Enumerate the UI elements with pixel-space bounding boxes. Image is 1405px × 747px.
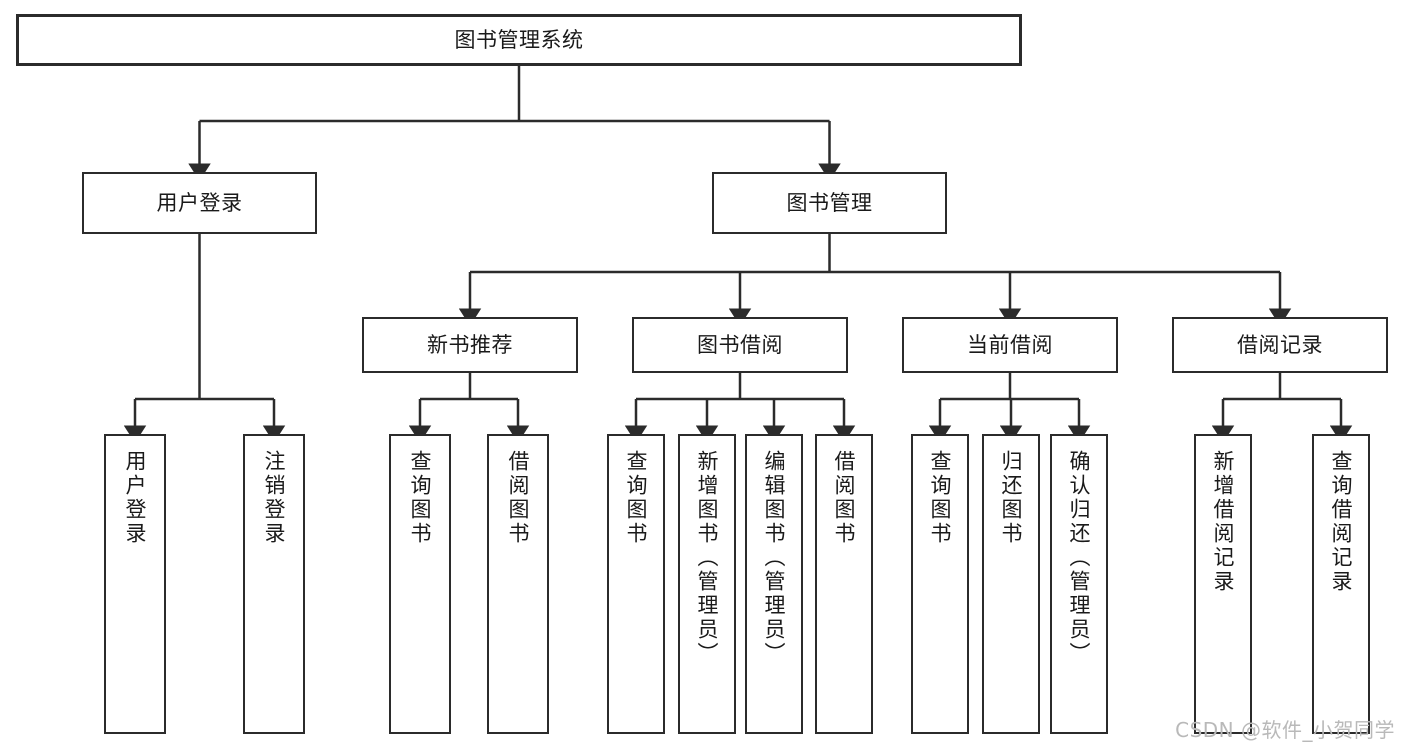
node-leaf-user-login[interactable]: 用户登录 [104,434,166,734]
node-label-leaf-logout-login: 注销登录 [262,450,287,546]
node-label-current-borrow: 当前借阅 [967,332,1053,357]
node-label-borrow-record: 借阅记录 [1237,332,1323,357]
node-leaf-return-book[interactable]: 归还图书 [982,434,1040,734]
node-label-root: 图书管理系统 [454,27,584,52]
node-book-manage[interactable]: 图书管理 [712,172,947,234]
node-label-new-book-recommend: 新书推荐 [427,332,513,357]
node-label-leaf-query-book-3: 查询图书 [928,450,953,546]
node-label-leaf-confirm-return-admin: 确认归还（管理员） [1067,450,1092,666]
node-leaf-borrow-book-2[interactable]: 借阅图书 [815,434,873,734]
node-label-leaf-borrow-book-1: 借阅图书 [506,450,531,546]
node-leaf-query-book-1[interactable]: 查询图书 [389,434,451,734]
node-leaf-borrow-book-1[interactable]: 借阅图书 [487,434,549,734]
node-label-leaf-edit-book-admin: 编辑图书（管理员） [762,450,787,666]
node-user-login[interactable]: 用户登录 [82,172,317,234]
node-label-leaf-add-book-admin: 新增图书（管理员） [695,450,720,666]
node-borrow-record[interactable]: 借阅记录 [1172,317,1388,373]
node-label-user-login: 用户登录 [156,190,243,215]
node-leaf-query-book-2[interactable]: 查询图书 [607,434,665,734]
edge-group [123,66,1353,444]
node-leaf-edit-book-admin[interactable]: 编辑图书（管理员） [745,434,803,734]
node-label-leaf-add-borrow-record: 新增借阅记录 [1211,450,1236,594]
node-root[interactable]: 图书管理系统 [16,14,1022,66]
node-leaf-query-book-3[interactable]: 查询图书 [911,434,969,734]
node-leaf-add-book-admin[interactable]: 新增图书（管理员） [678,434,736,734]
node-label-book-borrow: 图书借阅 [697,332,783,357]
node-book-borrow[interactable]: 图书借阅 [632,317,848,373]
node-label-leaf-query-book-2: 查询图书 [624,450,649,546]
node-leaf-logout-login[interactable]: 注销登录 [243,434,305,734]
node-label-leaf-query-borrow-record: 查询借阅记录 [1329,450,1354,594]
node-leaf-confirm-return-admin[interactable]: 确认归还（管理员） [1050,434,1108,734]
node-label-book-manage: 图书管理 [786,190,873,215]
node-leaf-add-borrow-record[interactable]: 新增借阅记录 [1194,434,1252,734]
node-new-book-recommend[interactable]: 新书推荐 [362,317,578,373]
node-label-leaf-return-book: 归还图书 [999,450,1024,546]
node-current-borrow[interactable]: 当前借阅 [902,317,1118,373]
node-label-leaf-borrow-book-2: 借阅图书 [832,450,857,546]
node-label-leaf-user-login: 用户登录 [123,450,148,546]
node-label-leaf-query-book-1: 查询图书 [408,450,433,546]
node-leaf-query-borrow-record[interactable]: 查询借阅记录 [1312,434,1370,734]
